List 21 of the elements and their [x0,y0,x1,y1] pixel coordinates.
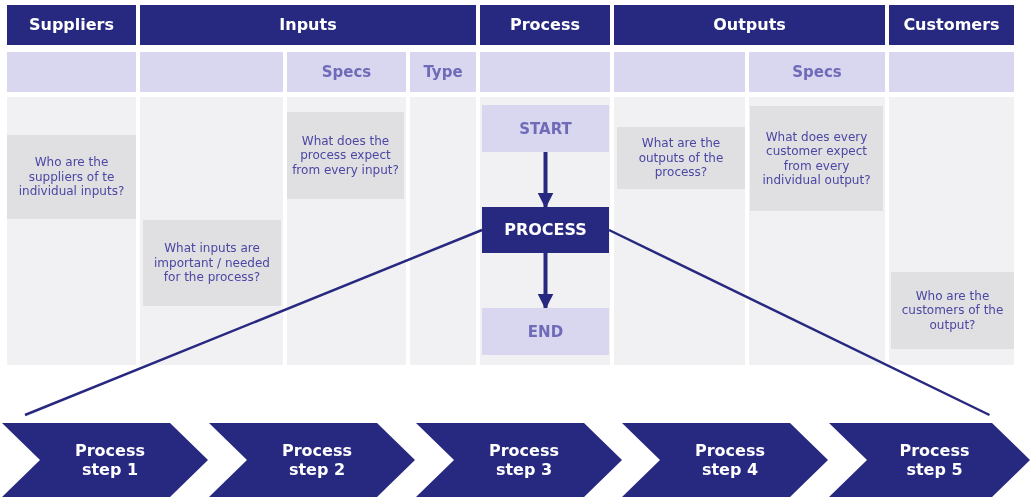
process-box: PROCESS [482,207,609,253]
column-header: Outputs [614,5,885,45]
process-step-banner: Process step 5 [829,423,1030,497]
question-box: Who are the suppliers of te individual inputs? [7,135,136,219]
start-end-box: END [482,308,609,355]
process-step-banner: Process step 2 [209,423,415,497]
process-step-banner: Process step 4 [622,423,828,497]
process-step-banner: Process step 1 [2,423,208,497]
column-header: Customers [889,5,1014,45]
arrow [537,152,554,209]
question-box: What does every customer expect from every individual output? [750,106,883,211]
column-header: Suppliers [7,5,136,45]
start-end-box: START [482,105,609,152]
question-box: What are the outputs of the process? [617,127,745,189]
process-step-banner: Process step 3 [416,423,622,497]
arrow [537,253,554,310]
column-header: Process [480,5,610,45]
question-box: What does the process expect from every input? [287,112,404,199]
column-header: Inputs [140,5,476,45]
question-box: What inputs are important / needed for the process? [143,220,281,306]
question-box: Who are the customers of the output? [891,272,1014,349]
